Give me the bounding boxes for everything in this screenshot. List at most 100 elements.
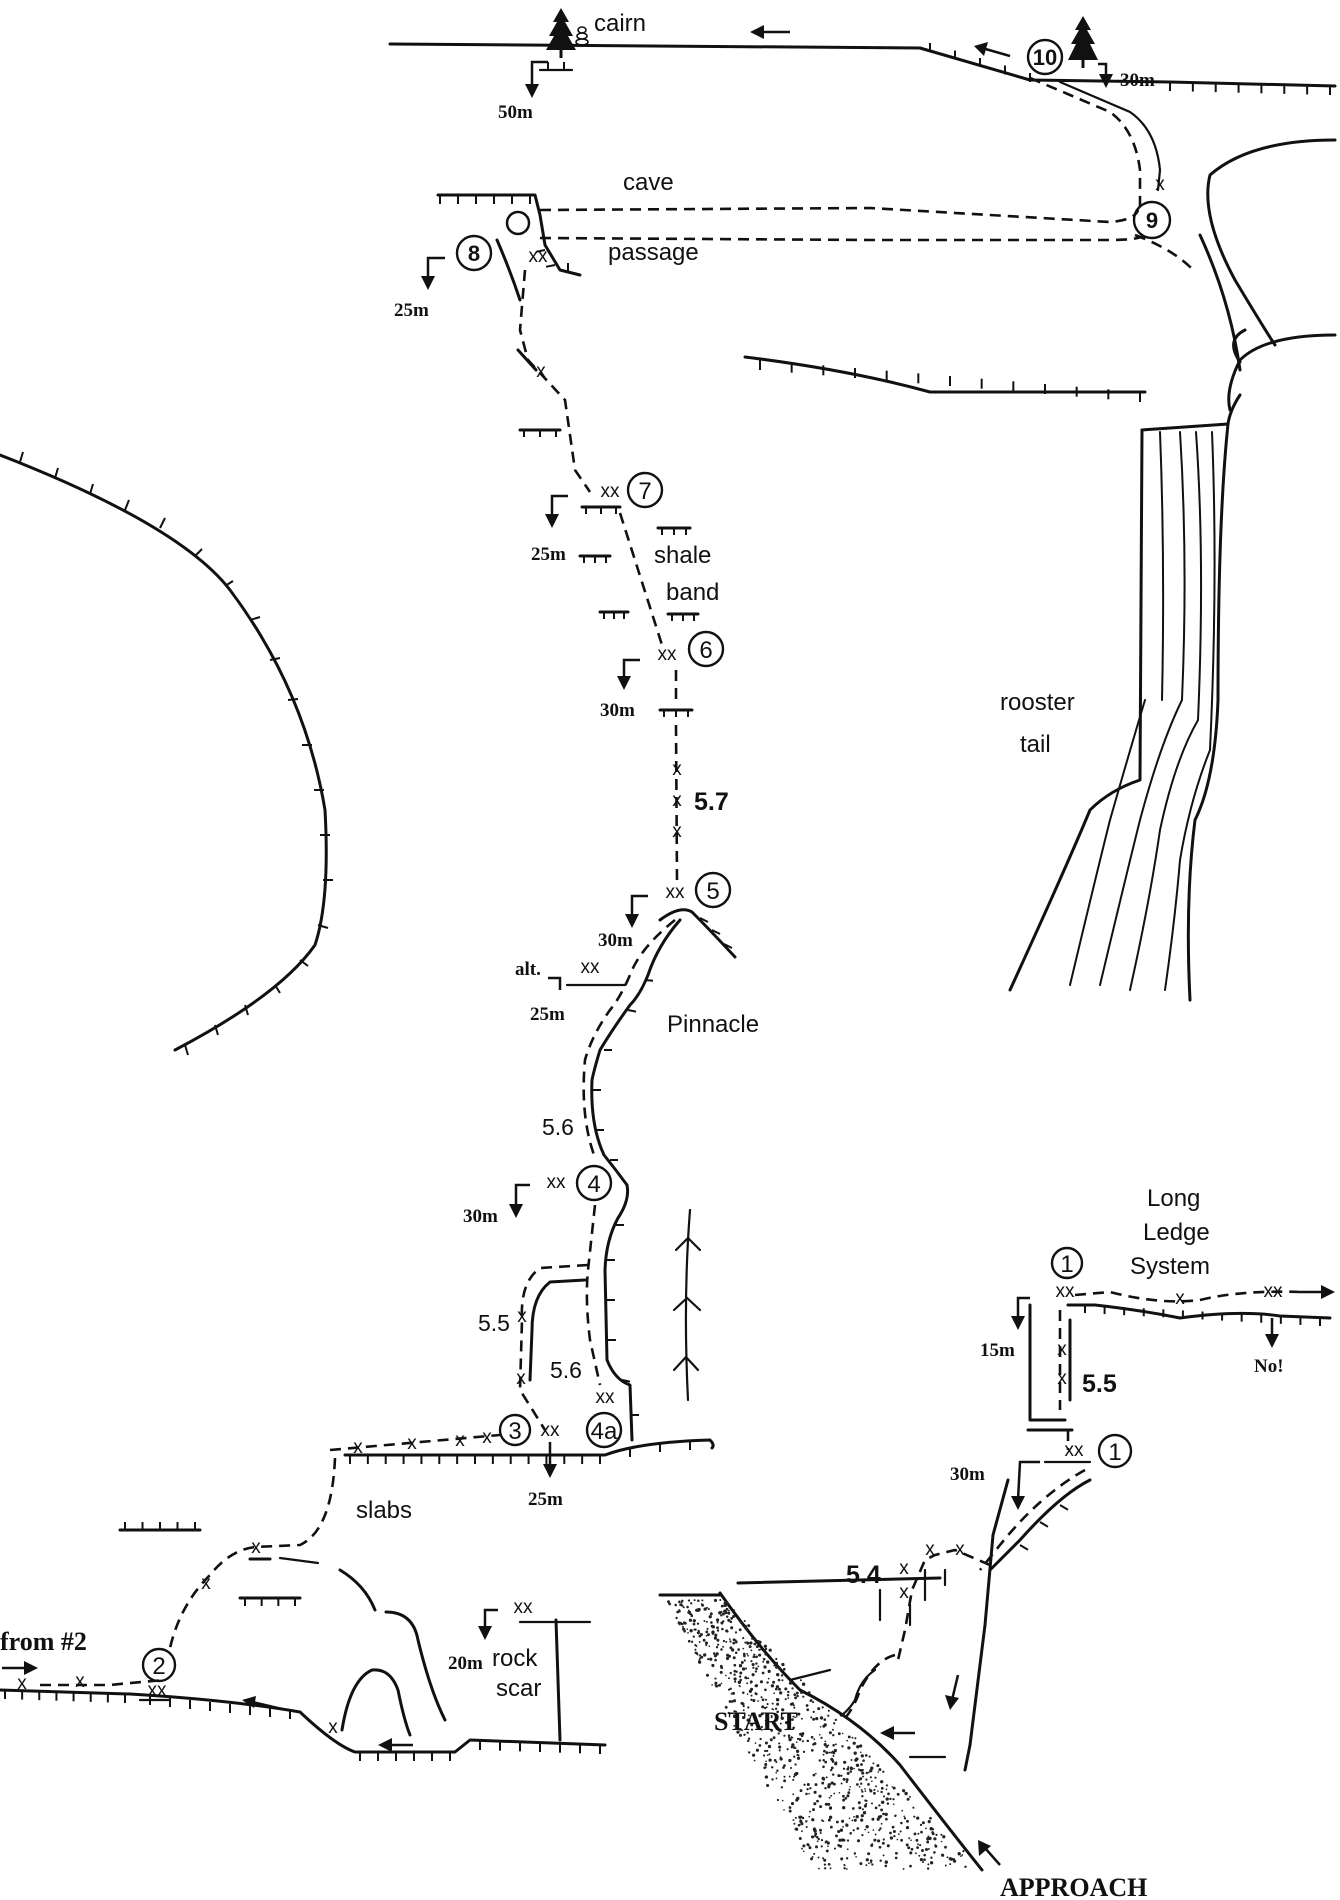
talus-dot — [823, 1718, 827, 1721]
talus-dot — [780, 1786, 784, 1789]
talus-dot — [713, 1598, 718, 1602]
cliff-tick — [1059, 1504, 1069, 1511]
talus-dot — [747, 1737, 751, 1740]
from-2-label: from #2 — [0, 1627, 87, 1656]
talus-dot — [807, 1691, 811, 1695]
belay-9: 8 — [455, 234, 493, 272]
bolt-marker: x — [1175, 1288, 1185, 1309]
bolt-marker: x — [536, 361, 546, 382]
talus-dot — [721, 1612, 725, 1616]
talus-dot — [799, 1679, 802, 1682]
talus-dot — [727, 1609, 730, 1612]
approach-arrow-icon — [978, 1840, 1001, 1866]
talus-dot — [881, 1800, 885, 1804]
talus-dot — [750, 1649, 753, 1652]
talus-dot — [815, 1845, 818, 1849]
talus-dot — [793, 1772, 798, 1777]
direction-arrow-icon — [945, 1674, 960, 1710]
long-label: Long — [1147, 1185, 1200, 1212]
talus-dot — [831, 1728, 834, 1731]
cliff-tick — [19, 451, 24, 463]
talus-dot — [813, 1738, 816, 1741]
talus-dot — [742, 1691, 745, 1694]
talus-dot — [742, 1637, 745, 1640]
talus-dot — [820, 1838, 824, 1842]
cliff-tick — [124, 499, 130, 511]
talus-dot — [725, 1607, 729, 1611]
rappel-arrow-icon — [625, 894, 648, 928]
talus-dot — [852, 1829, 855, 1832]
talus-dot — [900, 1838, 904, 1842]
approach-label: APPROACH — [1000, 1873, 1147, 1900]
talus-dot — [720, 1648, 723, 1651]
rooster-label: rooster — [1000, 689, 1075, 716]
talus-dot — [727, 1618, 731, 1622]
talus-dot — [884, 1861, 887, 1864]
talus-dot — [764, 1749, 767, 1753]
talus-dot — [758, 1640, 762, 1645]
talus-dot — [817, 1707, 821, 1711]
talus-dot — [697, 1599, 700, 1602]
rappel-arrow-icon — [1011, 1296, 1030, 1330]
talus-dot — [962, 1850, 965, 1853]
talus-dot — [767, 1744, 772, 1749]
talus-dot — [856, 1745, 860, 1749]
talus-dot — [692, 1635, 695, 1638]
talus-dot — [929, 1861, 934, 1865]
talus-dot — [805, 1792, 808, 1796]
canyon-wall — [1206, 138, 1337, 347]
rappel-length-50m: 50m — [498, 102, 533, 123]
talus-dot — [766, 1681, 769, 1684]
talus-dot — [930, 1856, 933, 1859]
talus-dot — [830, 1766, 834, 1770]
talus-dot — [714, 1681, 718, 1685]
talus-dot — [774, 1687, 778, 1691]
talus-dot — [755, 1667, 758, 1671]
bolt-marker: x — [672, 790, 682, 811]
talus-dot — [900, 1821, 903, 1825]
talus-dot — [750, 1660, 753, 1663]
talus-dot — [799, 1815, 803, 1819]
talus-dot — [812, 1808, 815, 1812]
talus-dot — [725, 1615, 729, 1618]
talus-dot — [713, 1636, 718, 1640]
talus-dot — [855, 1763, 860, 1767]
talus-dot — [837, 1774, 841, 1778]
talus-dot — [793, 1822, 796, 1825]
talus-dot — [859, 1777, 863, 1781]
talus-dot — [822, 1857, 825, 1860]
start-label: START — [714, 1707, 798, 1736]
talus-dot — [795, 1741, 798, 1744]
left-canyon-wall — [0, 451, 333, 1056]
talus-dot — [791, 1736, 794, 1739]
rappel-length-15m: 15m — [980, 1340, 1015, 1361]
talus-dot — [764, 1653, 767, 1656]
talus-dot — [732, 1614, 736, 1618]
talus-dot — [752, 1698, 756, 1703]
bolt-marker: x — [1155, 174, 1165, 195]
talus-dot — [802, 1750, 806, 1754]
talus-dot — [825, 1849, 829, 1853]
talus-dot — [687, 1610, 691, 1614]
rappel-arrow-icon — [478, 1608, 498, 1640]
belay-4a: 4a — [585, 1411, 623, 1449]
talus-dot — [773, 1758, 777, 1762]
talus-dot — [717, 1643, 720, 1646]
talus-dot — [853, 1751, 857, 1755]
talus-dot — [949, 1863, 952, 1866]
talus-dot — [806, 1788, 809, 1791]
talus-dot — [885, 1797, 889, 1801]
talus-dot — [811, 1818, 815, 1822]
talus-dot — [705, 1644, 708, 1647]
talus-dot — [743, 1620, 746, 1622]
talus-dot — [744, 1641, 747, 1644]
talus-dot — [813, 1790, 817, 1794]
talus-dot — [861, 1790, 864, 1793]
talus-dot — [806, 1843, 810, 1846]
talus-dot — [744, 1626, 748, 1630]
talus-dot — [842, 1826, 844, 1828]
talus-dot — [823, 1863, 827, 1866]
talus-dot — [728, 1654, 732, 1658]
talus-dot — [732, 1638, 736, 1642]
talus-dot — [715, 1646, 719, 1649]
